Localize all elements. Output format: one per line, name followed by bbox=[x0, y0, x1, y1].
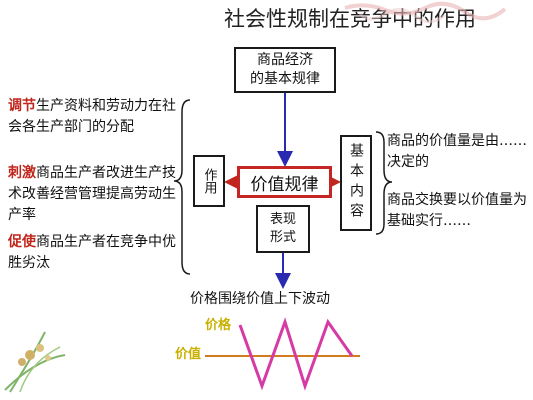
function-text: 商品生产者在竞争中优胜劣汰 bbox=[8, 234, 176, 271]
right-brace bbox=[375, 131, 393, 235]
function-text: 商品生产者改进生产技术改善经营管理提高劳动生产率 bbox=[8, 165, 176, 223]
box-form-of-expression: 表现 形式 bbox=[256, 205, 310, 253]
function-text: 生产资料和劳动力在社会各生产部门的分配 bbox=[8, 98, 176, 135]
below-box-line1: 表现 bbox=[269, 212, 296, 227]
top-box-line1: 商品经济 bbox=[257, 52, 313, 68]
below-box-line2: 形式 bbox=[269, 230, 296, 245]
price-wave bbox=[238, 317, 354, 391]
box-law-of-value: 价值规律 bbox=[237, 166, 332, 198]
function-keyword: 刺激 bbox=[8, 165, 36, 181]
center-box-label: 价值规律 bbox=[250, 174, 319, 195]
box-commodity-economy-law: 商品经济 的基本规律 bbox=[234, 47, 336, 93]
function-keyword: 促使 bbox=[8, 234, 36, 250]
slide-title: 社会性规制在竞争中的作用 bbox=[224, 7, 476, 31]
wave-label-price: 价格 bbox=[205, 318, 232, 333]
function-keyword: 调节 bbox=[8, 98, 36, 114]
box-function-label: 作用 bbox=[193, 155, 225, 207]
left-brace bbox=[173, 99, 191, 275]
price-fluctuation-text: 价格围绕价值上下波动 bbox=[190, 291, 330, 307]
function-item-promote: 促使商品生产者在竞争中优胜劣汰 bbox=[8, 232, 186, 274]
function-item-stimulate: 刺激商品生产者改进生产技术改善经营管理提高劳动生产率 bbox=[8, 163, 186, 226]
top-box-line2: 的基本规律 bbox=[250, 71, 320, 87]
box-basic-content-label: 基本内容 bbox=[340, 135, 372, 231]
wave-label-value: 价值 bbox=[175, 347, 202, 362]
content-item-value-determined: 商品的价值量是由……决定的 bbox=[387, 133, 527, 170]
right-label-text: 基本内容 bbox=[348, 143, 364, 223]
function-item-regulate: 调节生产资料和劳动力在社会各生产部门的分配 bbox=[8, 96, 186, 138]
content-item-exchange-basis: 商品交换要以价值量为基础实行…… bbox=[387, 192, 527, 229]
left-label-text: 作用 bbox=[201, 168, 217, 194]
orchid-decoration-icon bbox=[4, 331, 66, 393]
